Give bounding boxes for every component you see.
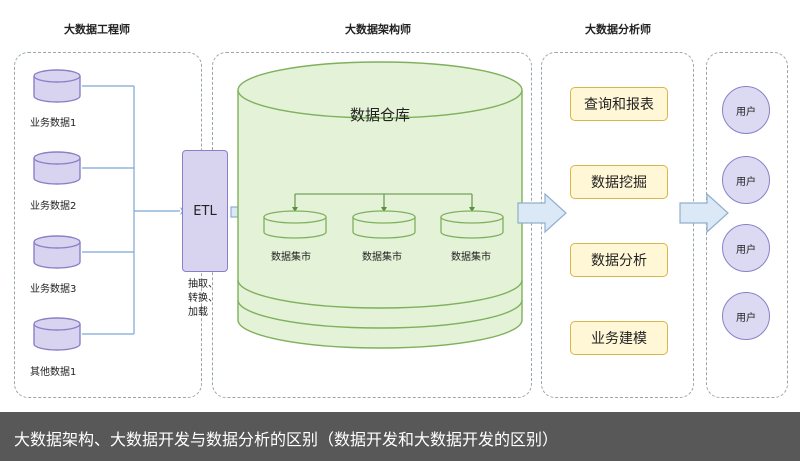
caption-text: 大数据架构、大数据开发与数据分析的区别（数据开发和大数据开发的区别） xyxy=(14,430,559,449)
source-label-2: 业务数据2 xyxy=(30,201,77,212)
etl-note: 抽取、转换、加载 xyxy=(188,279,218,318)
mart-cylinder-1 xyxy=(263,210,327,239)
function-data-analysis: 数据分析 xyxy=(570,243,668,277)
function-label: 数据分析 xyxy=(591,253,647,269)
user-circle-4: 用户 xyxy=(722,292,770,340)
etl-box: ETL xyxy=(182,150,228,272)
function-label: 业务建模 xyxy=(591,331,647,347)
source-label-3: 业务数据3 xyxy=(30,284,77,295)
mart-bracket-arrowheads xyxy=(292,207,475,212)
caption-bar: 大数据架构、大数据开发与数据分析的区别（数据开发和大数据开发的区别） xyxy=(0,412,800,461)
warehouse-title: 数据仓库 xyxy=(349,106,411,124)
heading-analyst: 大数据分析师 xyxy=(585,23,651,36)
heading-engineer: 大数据工程师 xyxy=(64,23,130,36)
mart-label-2: 数据集市 xyxy=(362,252,402,263)
heading-architect: 大数据架构师 xyxy=(345,23,411,36)
mart-label-3: 数据集市 xyxy=(451,252,491,263)
source-label-4: 其他数据1 xyxy=(30,367,77,378)
mart-cylinder-2 xyxy=(352,210,416,239)
mart-label-1: 数据集市 xyxy=(271,252,311,263)
user-label: 用户 xyxy=(736,176,756,188)
source-db-4 xyxy=(33,317,81,351)
source-label-1: 业务数据1 xyxy=(30,118,77,129)
user-label: 用户 xyxy=(736,244,756,256)
diagram-graphics xyxy=(33,61,729,351)
user-circle-3: 用户 xyxy=(722,224,770,272)
function-label: 数据挖掘 xyxy=(591,175,647,191)
source-db-1 xyxy=(33,69,81,103)
user-label: 用户 xyxy=(736,312,756,324)
source-db-3 xyxy=(33,235,81,269)
source-db-2 xyxy=(33,151,81,185)
panel-analyst xyxy=(541,52,694,398)
mart-bracket xyxy=(294,193,473,209)
user-label: 用户 xyxy=(736,106,756,118)
user-circle-1: 用户 xyxy=(722,86,770,134)
function-label: 查询和报表 xyxy=(584,97,654,113)
function-query-report: 查询和报表 xyxy=(570,87,668,121)
function-data-mining: 数据挖掘 xyxy=(570,165,668,199)
source-connectors xyxy=(82,85,180,335)
user-circle-2: 用户 xyxy=(722,156,770,204)
arrow-warehouse-to-analyst xyxy=(517,192,567,234)
function-business-modeling: 业务建模 xyxy=(570,321,668,355)
mart-cylinder-3 xyxy=(440,210,504,239)
arrow-analyst-to-users xyxy=(679,192,729,234)
etl-label: ETL xyxy=(193,203,217,219)
